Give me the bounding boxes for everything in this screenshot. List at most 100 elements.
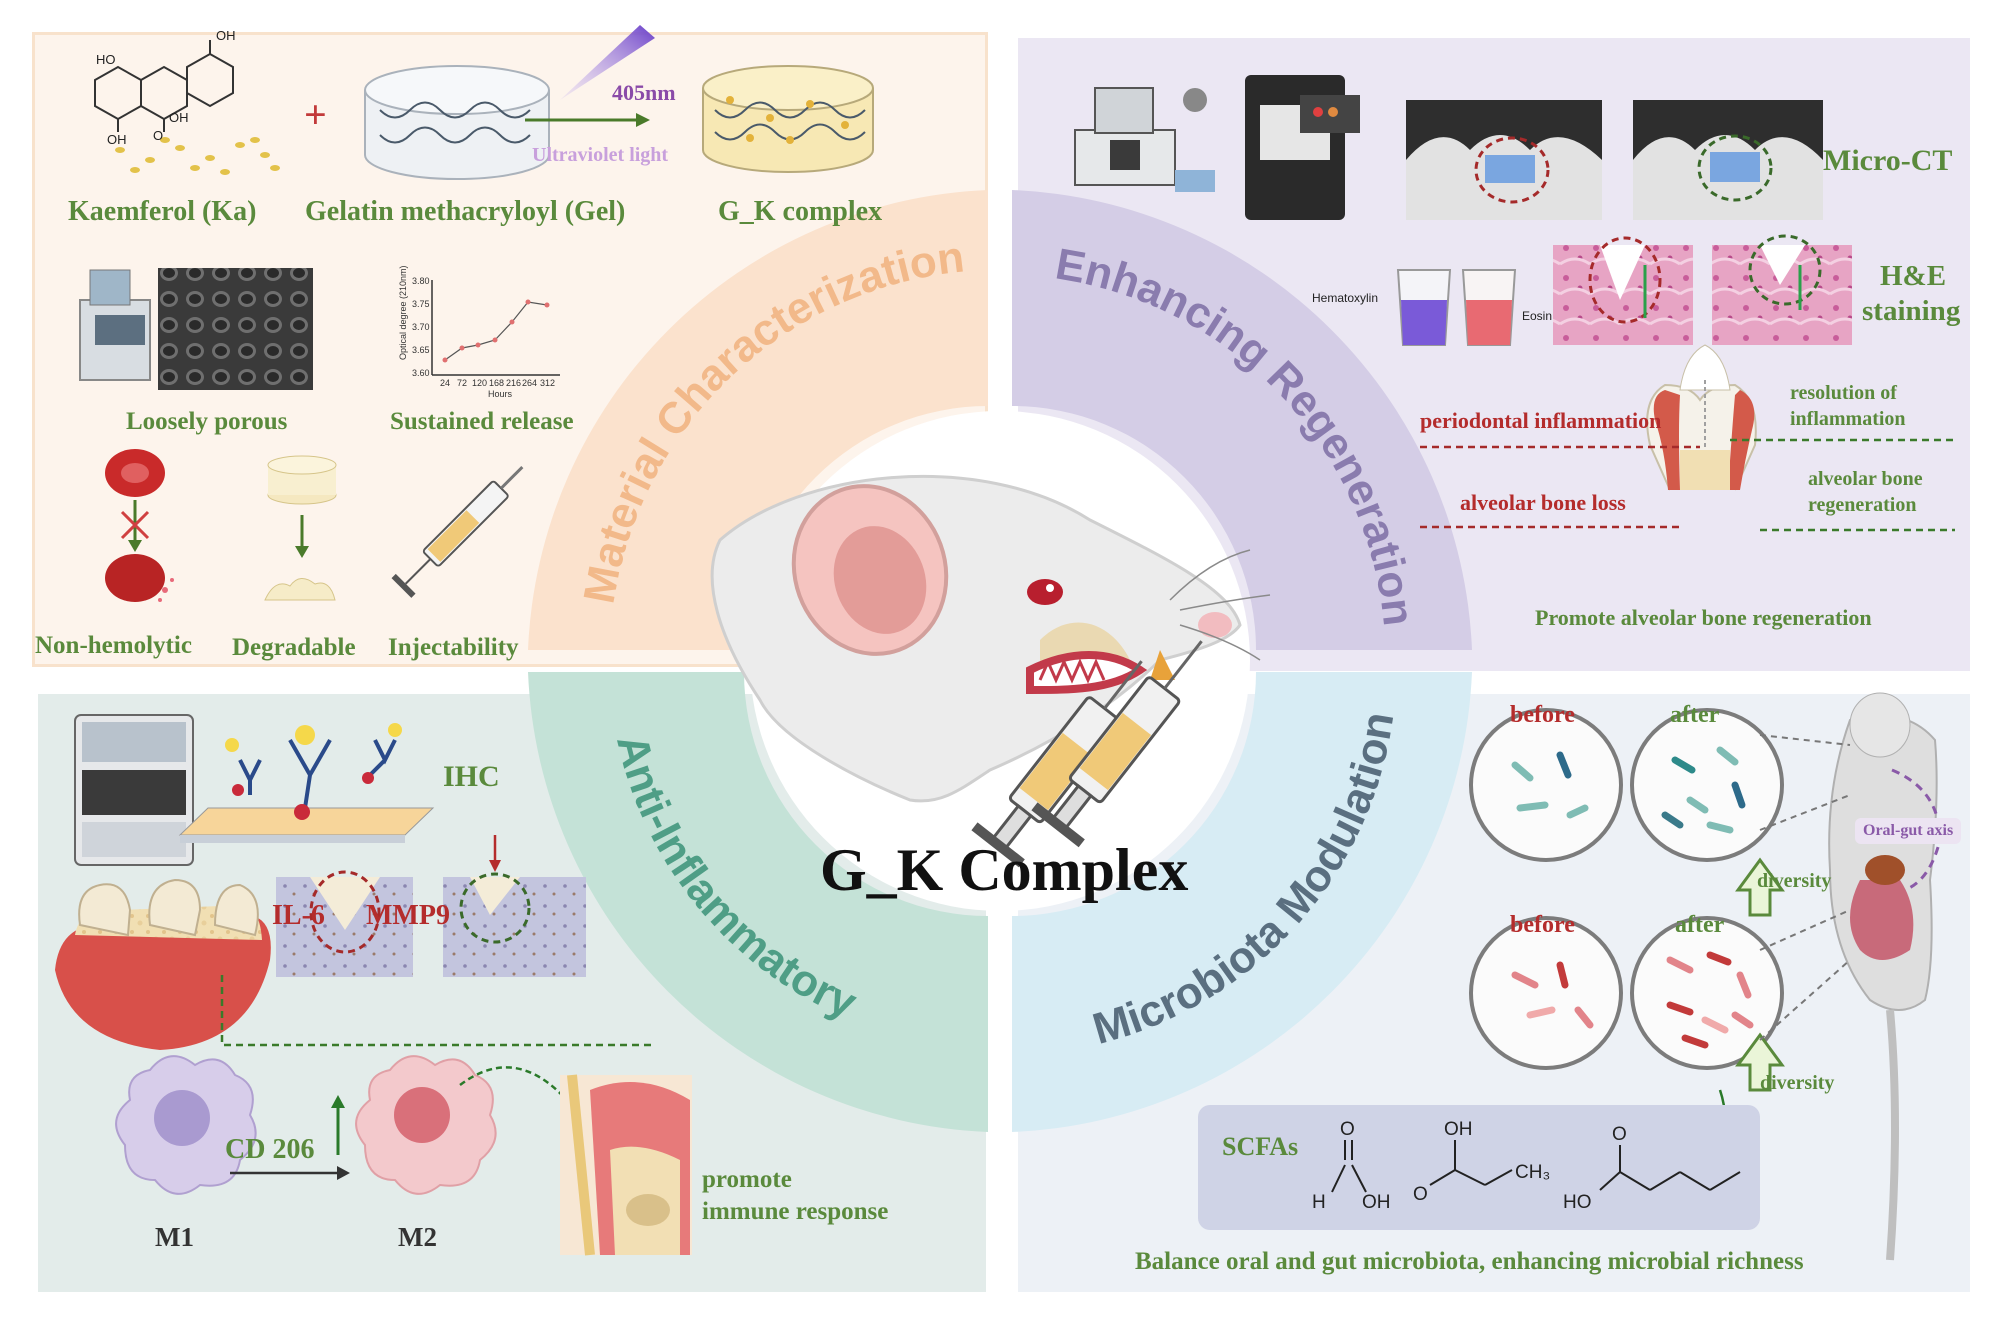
svg-text:3.60: 3.60: [412, 368, 430, 378]
sem-image: [158, 268, 313, 390]
petri-before-1: [1469, 708, 1623, 862]
tooth-diagram: [1646, 344, 1757, 491]
m2-macrophage-icon: [355, 1055, 497, 1195]
svg-text:120: 120: [472, 378, 487, 388]
porous-label: Loosely porous: [126, 408, 288, 435]
degradable-label: Degradable: [232, 634, 356, 661]
il6-label: IL-6: [272, 900, 325, 931]
connector-lines: [1759, 734, 1851, 1041]
center-title: G_K Complex: [820, 837, 1189, 903]
promote-immune-2: immune response: [702, 1198, 889, 1225]
gum-illustration: [55, 878, 271, 1050]
promote-label: Promote alveolar bone regeneration: [1535, 605, 1872, 630]
svg-text:216: 216: [506, 378, 521, 388]
indicator-lines: [1420, 438, 1955, 532]
microct-image-1: [1406, 100, 1602, 220]
microct-image-2: [1633, 100, 1823, 220]
staining-label: staining: [1862, 295, 1961, 327]
svg-text:OH: OH: [1444, 1119, 1473, 1140]
before-label-2: before: [1510, 912, 1575, 938]
ihc-label: IHC: [443, 760, 500, 793]
chem-label-3: OH: [107, 132, 127, 147]
bone-regen-label-2: regeneration: [1808, 494, 1917, 516]
before-label-1: before: [1510, 702, 1575, 728]
svg-text:Hours: Hours: [488, 389, 513, 399]
m2-label: M2: [398, 1222, 437, 1252]
red-blood-cell-icon: [105, 449, 174, 602]
release-plot: [431, 280, 560, 376]
mouse-body-illustration: [1828, 692, 1942, 1261]
petri-after-2: [1630, 916, 1784, 1070]
svg-text:72: 72: [457, 378, 467, 388]
gel-disc: [364, 65, 550, 180]
chem-label-1: HO: [96, 52, 116, 67]
resolution-label-2: inflammation: [1790, 408, 1906, 430]
diversity-label-2: diversity: [1760, 1072, 1835, 1094]
cd206-label: CD 206: [225, 1134, 315, 1165]
staining-jars: [1396, 269, 1517, 346]
bacteria-oral: [1511, 746, 1746, 834]
uv-beam: [560, 25, 655, 100]
plus-sign: +: [304, 92, 327, 137]
ka-particles: [115, 137, 280, 175]
alveolar-loss-label: alveolar bone loss: [1460, 490, 1626, 515]
chem-label-2: OH: [216, 28, 236, 43]
svg-text:O: O: [1340, 1119, 1355, 1140]
he-image-1: [1553, 236, 1693, 345]
chem-label-5: O: [153, 128, 163, 143]
arc-material: [528, 190, 988, 650]
svg-text:CH₃: CH₃: [1515, 1162, 1550, 1183]
svg-text:3.70: 3.70: [412, 322, 430, 332]
scfa-box: [1198, 1105, 1760, 1230]
wavelength-label: 405nm: [612, 80, 676, 105]
svg-text:312: 312: [540, 378, 555, 388]
mmp9-label: MMP9: [366, 900, 450, 931]
gelatin-label: Gelatin methacryloyl (Gel): [305, 196, 626, 227]
scfa-structures: [1331, 1140, 1741, 1193]
svg-text:264: 264: [522, 378, 537, 388]
resolution-label-1: resolution of: [1790, 382, 1897, 404]
ihc-image-il6: [276, 870, 413, 977]
microct-label: Micro-CT: [1823, 144, 1953, 177]
nonhemolytic-label: Non-hemolytic: [35, 632, 192, 659]
uv-label: Ultraviolet light: [532, 144, 669, 166]
svg-text:O: O: [1413, 1184, 1428, 1205]
scfa-atoms: O H OH OH O CH₃ O HO: [1312, 1119, 1627, 1213]
after-label-1: after: [1670, 702, 1720, 728]
diversity-label-1: diversity: [1757, 870, 1832, 892]
he-label: H&E: [1880, 260, 1947, 292]
promote-immune-1: promote: [702, 1166, 792, 1193]
oral-gut-axis-label: Oral-gut axis: [1855, 818, 1962, 844]
gk-complex-disc: [702, 65, 874, 173]
diversity-arrows: [1735, 857, 1785, 1092]
kaempferol-structure: [94, 40, 234, 132]
bacteria-gut: [1511, 951, 1754, 1049]
arc-micro: [1012, 672, 1472, 1132]
petri-before-2: [1469, 916, 1623, 1070]
svg-text:3.80: 3.80: [412, 276, 430, 286]
eosin-label: Eosin: [1522, 309, 1552, 323]
chem-label-4: OH: [169, 110, 189, 125]
mouse-illustration: [710, 474, 1271, 868]
ihc-image-mmp9: [443, 872, 586, 977]
petri-after-1: [1630, 708, 1784, 862]
sustained-label: Sustained release: [390, 408, 574, 435]
arc-regeneration: [1012, 190, 1472, 650]
svg-text:24: 24: [440, 378, 450, 388]
svg-text:Optical degree (210nm): Optical degree (210nm): [398, 265, 408, 360]
gk-complex-label: G_K complex: [718, 196, 883, 227]
he-image-2: [1712, 234, 1852, 345]
periodontal-tissue: [560, 1074, 692, 1256]
ihc-slide-illustration: [178, 723, 435, 843]
balance-label: Balance oral and gut microbiota, enhanci…: [1135, 1248, 1804, 1275]
periodontal-label: periodontal inflammation: [1420, 408, 1662, 433]
bone-regen-label-1: alveolar bone: [1808, 468, 1923, 490]
arc-anti: [528, 672, 988, 1132]
svg-text:O: O: [1612, 1124, 1627, 1145]
svg-text:H: H: [1312, 1192, 1326, 1213]
after-label-2: after: [1675, 912, 1725, 938]
ihc-machine-icon: [74, 714, 194, 866]
freeze-dryer-icon: [79, 269, 151, 381]
svg-text:HO: HO: [1563, 1192, 1592, 1213]
